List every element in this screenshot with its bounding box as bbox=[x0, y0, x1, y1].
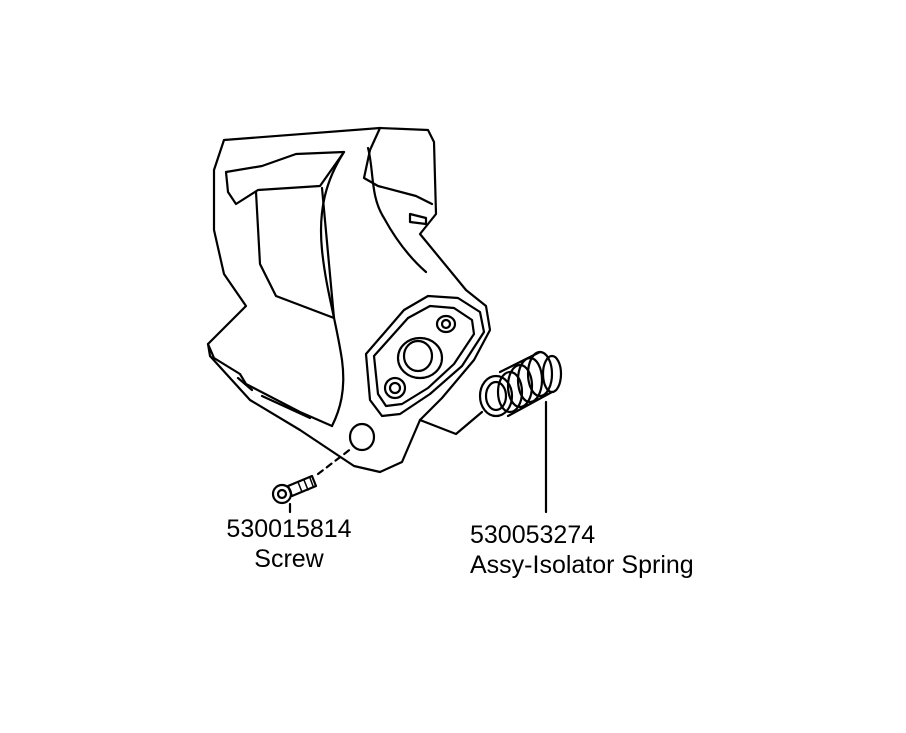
screw-icon bbox=[271, 446, 354, 514]
base-groove bbox=[236, 376, 254, 392]
lower-hole-inner bbox=[388, 381, 402, 395]
screw-label: 530015814 Screw bbox=[214, 514, 364, 574]
top-tab bbox=[362, 126, 434, 206]
mounting-plate-inner bbox=[372, 304, 476, 408]
isolator-spring-icon bbox=[418, 350, 563, 514]
spring-body-edge bbox=[498, 350, 554, 418]
center-boss-inner bbox=[402, 339, 434, 373]
upper-hole-inner bbox=[440, 318, 452, 330]
arm-inner-edge bbox=[366, 146, 428, 274]
spring-description: Assy-Isolator Spring bbox=[470, 551, 694, 579]
tab-slot bbox=[408, 212, 428, 226]
base-edge bbox=[206, 342, 334, 428]
spring-alignment-line bbox=[418, 410, 484, 436]
spring-end-ring-outer bbox=[478, 374, 514, 418]
isolator-spring-label: 530053274 Assy-Isolator Spring bbox=[470, 520, 694, 580]
lower-hole-outer bbox=[383, 376, 407, 400]
base-groove-2 bbox=[260, 394, 312, 420]
upper-hole-outer bbox=[435, 314, 457, 334]
screw-part-number: 530015814 bbox=[226, 515, 352, 543]
screw-hole bbox=[348, 422, 376, 452]
center-boss-outer bbox=[396, 336, 444, 380]
screw-head bbox=[271, 483, 293, 505]
screw-head-inner bbox=[276, 488, 288, 500]
screw-threads bbox=[297, 477, 314, 493]
spring-part-number: 530053274 bbox=[470, 521, 596, 549]
screw-alignment-line bbox=[316, 446, 354, 476]
screw-shaft bbox=[286, 474, 318, 498]
handle-bracket bbox=[206, 126, 492, 474]
screw-description: Screw bbox=[254, 545, 324, 573]
handle-outline bbox=[206, 126, 492, 474]
spring-end-ring-inner bbox=[484, 380, 508, 412]
grip-inner-wall bbox=[254, 186, 336, 320]
front-arm bbox=[319, 150, 346, 428]
mounting-plate bbox=[364, 294, 486, 418]
grip-opening bbox=[224, 150, 346, 206]
